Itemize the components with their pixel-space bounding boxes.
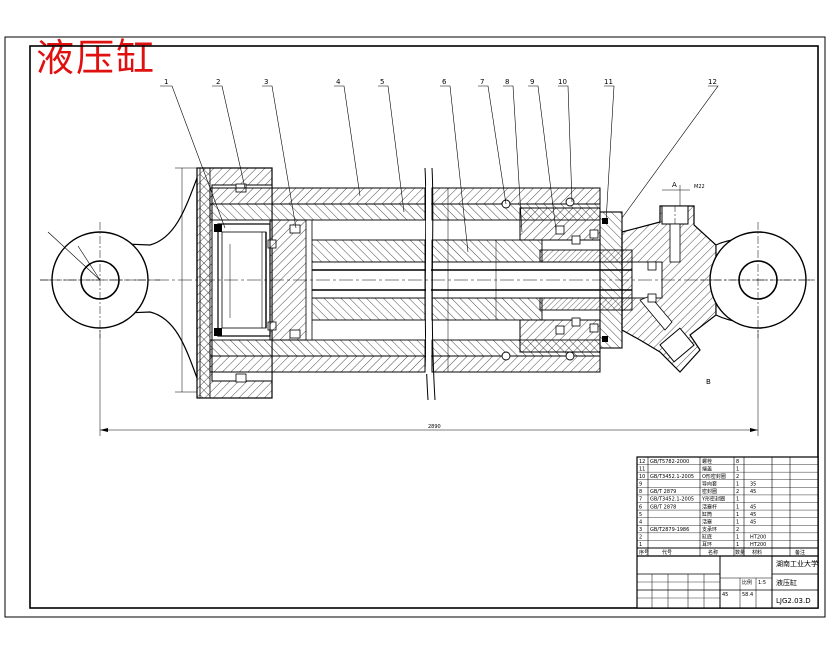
section-a-label: A	[672, 181, 677, 189]
parts-row-material: 45	[750, 512, 756, 518]
parts-row-qty: 2	[736, 527, 739, 533]
section-b-label: B	[706, 378, 711, 386]
drawing-title: 液压缸	[36, 36, 157, 80]
parts-row-qty: 2	[736, 474, 739, 480]
parts-row-no: 6	[639, 504, 642, 510]
header-remark: 备注	[795, 549, 805, 556]
callout-5: 5	[380, 78, 384, 86]
parts-row-no: 5	[639, 512, 642, 518]
callout-7: 7	[480, 78, 484, 86]
parts-row-code: GB/T5782-2000	[650, 459, 689, 465]
parts-row-name: 端盖	[702, 465, 712, 472]
parts-row-qty: 1	[736, 512, 739, 518]
port-size-label: M22	[694, 184, 705, 190]
parts-row-no: 7	[639, 497, 642, 503]
parts-header: 序号 代号 名称 数量 材料 备注	[639, 549, 805, 556]
parts-row-qty: 1	[736, 482, 739, 488]
parts-row-no: 10	[639, 474, 645, 480]
parts-row-name: 密封圈	[702, 488, 717, 495]
callout-11: 11	[604, 78, 613, 86]
callout-12: 12	[708, 78, 717, 86]
cylinder-barrel	[209, 187, 601, 373]
parts-row-material: 35	[750, 482, 756, 488]
overall-length-label: 2890	[428, 424, 441, 430]
parts-row-name: 导向套	[702, 481, 717, 488]
parts-row-qty: 8	[736, 459, 739, 465]
drawing-name: 液压缸	[776, 578, 797, 587]
parts-row-qty: 2	[736, 489, 739, 495]
parts-row-material: HT200	[750, 535, 766, 541]
school-name: 湖南工业大学	[776, 559, 818, 568]
callout-3: 3	[264, 78, 268, 86]
parts-row-no: 2	[639, 535, 642, 541]
parts-row-name: 活塞	[702, 518, 712, 525]
parts-row-name: O形密封圈	[702, 473, 726, 480]
parts-row-name: 耳环	[702, 542, 712, 548]
header-code: 代号	[662, 549, 672, 556]
header-no: 序号	[639, 549, 649, 556]
parts-row-no: 8	[639, 489, 642, 495]
parts-row-name: 螺栓	[702, 458, 712, 465]
parts-row-no: 1	[639, 542, 642, 548]
header-name: 名称	[708, 549, 718, 556]
parts-row-material: 45	[750, 519, 756, 525]
parts-row-no: 12	[639, 459, 645, 465]
parts-row-material: 45	[750, 489, 756, 495]
header-qty: 数量	[735, 549, 745, 556]
callout-1: 1	[164, 78, 168, 86]
guide-sleeve	[501, 197, 633, 361]
parts-row-qty: 1	[736, 519, 739, 525]
parts-row-qty: 1	[736, 535, 739, 541]
parts-row-no: 11	[639, 466, 645, 472]
break-lines	[424, 167, 436, 401]
parts-row-name: Y形密封圈	[701, 496, 725, 503]
left-ear-ring	[40, 177, 198, 379]
callout-9: 9	[530, 78, 534, 86]
scale-value: 1:5	[758, 580, 766, 586]
parts-row-code: GB/T 2879	[650, 489, 676, 495]
parts-row-code: GB/T2879-1986	[650, 527, 689, 533]
part-callouts: 1 2 3 4 5 6 7 8 9 10 11 12	[164, 78, 717, 86]
outer-border	[4, 36, 826, 618]
scale-label: 比例	[742, 579, 752, 586]
parts-row-name: 缸筒	[702, 511, 712, 518]
callout-8: 8	[505, 78, 509, 86]
callout-6: 6	[442, 78, 447, 86]
parts-row-material: HT200	[750, 542, 766, 548]
leader-lines	[160, 85, 719, 253]
parts-row-qty: 1	[736, 497, 739, 503]
callout-10: 10	[558, 78, 567, 86]
header-material: 材料	[752, 549, 762, 556]
parts-row-no: 3	[639, 527, 642, 533]
inner-border	[29, 45, 819, 609]
parts-row-no: 9	[639, 482, 642, 488]
material-value: 45	[722, 592, 728, 598]
parts-row-name: 活塞杆	[702, 503, 717, 510]
parts-row-code: GB/T 2878	[650, 504, 676, 510]
parts-row-qty: 1	[736, 542, 739, 548]
parts-row-qty: 1	[736, 504, 739, 510]
parts-row-code: GB/T3452.1-2005	[650, 497, 694, 503]
callout-2: 2	[216, 78, 220, 86]
parts-row-name: 缸底	[702, 534, 712, 541]
weight-value: 58.4	[742, 592, 753, 598]
drawing-number: LJG2.03.D	[776, 597, 811, 605]
dimension-lines	[99, 167, 759, 436]
parts-row-material: 45	[750, 504, 756, 510]
parts-row-name: 支承环	[702, 526, 717, 533]
parts-row-code: GB/T3452.1-2005	[650, 474, 694, 480]
callout-4: 4	[336, 78, 341, 86]
parts-row-qty: 1	[736, 466, 739, 472]
parts-row-no: 4	[639, 519, 642, 525]
